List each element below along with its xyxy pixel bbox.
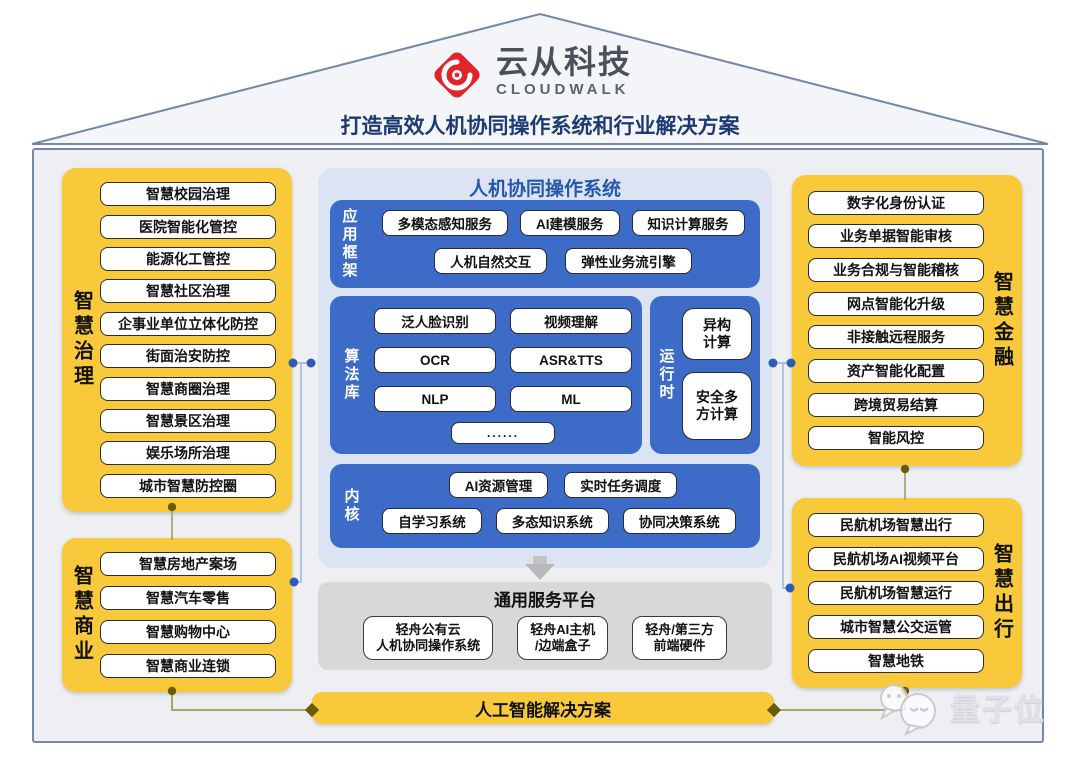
algorithm-pill: ML xyxy=(510,386,632,412)
os-panel: 人机协同操作系统 应用框架 多模态感知服务 AI建模服务 知识计算服务 人机自然… xyxy=(318,168,772,568)
runtime-panel: 运行时 异构 计算 安全多 方计算 xyxy=(650,296,760,454)
governance-item: 企事业单位立体化防控 xyxy=(100,311,276,336)
watermark-text: 量子位 xyxy=(950,694,1046,727)
governance-item: 能源化工管控 xyxy=(100,247,276,272)
governance-item: 街面治安防控 xyxy=(100,344,276,369)
kernel-pill: AI资源管理 xyxy=(448,472,549,498)
mobility-label: 智慧出行 xyxy=(990,543,1013,643)
kernel-label: 内核 xyxy=(342,488,360,524)
app-framework-pill: 弹性业务流引擎 xyxy=(565,248,692,274)
governance-item: 智慧校园治理 xyxy=(100,182,276,207)
mobility-panel: 智慧出行 民航机场智慧出行 民航机场AI视频平台 民航机场智慧运行 城市智慧公交… xyxy=(792,498,1022,688)
kernel-pill: 多态知识系统 xyxy=(495,508,609,534)
runtime-pill-line: 方计算 xyxy=(696,406,738,422)
algorithm-library-label: 算法库 xyxy=(342,348,360,402)
finance-item: 业务单据智能审核 xyxy=(808,224,984,249)
mobility-item: 城市智慧公交运管 xyxy=(808,615,984,639)
finance-item: 数字化身份认证 xyxy=(808,190,984,215)
governance-item: 城市智慧防控圈 xyxy=(100,473,276,498)
kernel-panel: 内核 AI资源管理 实时任务调度 自学习系统 多态知识系统 协同决策系统 xyxy=(330,464,760,548)
runtime-pill-line: 计算 xyxy=(703,334,731,350)
os-title: 人机协同操作系统 xyxy=(468,179,621,200)
finance-item: 业务合规与智能稽核 xyxy=(808,257,984,282)
algorithm-pill: OCR xyxy=(374,347,496,373)
runtime-pill: 安全多 方计算 xyxy=(682,372,752,440)
ai-solution-bar: 人工智能解决方案 xyxy=(312,692,774,724)
tagline: 打造高效人机协同操作系统和行业解决方案 xyxy=(340,115,740,138)
app-framework-pill: 人机自然交互 xyxy=(434,248,548,274)
runtime-label: 运行时 xyxy=(657,348,675,402)
service-platform-panel: 通用服务平台 轻舟公有云 人机协同操作系统 轻舟AI主机 /边端盒子 轻舟/第三… xyxy=(318,582,772,670)
finance-item: 智能风控 xyxy=(808,426,984,451)
brand-name-en: CLOUDWALK xyxy=(496,80,630,98)
algorithm-pill: ASR&TTS xyxy=(510,347,632,373)
cloudwalk-logo: 云从科技 CLOUDWALK xyxy=(428,44,633,104)
finance-item: 网点智能化升级 xyxy=(808,291,984,316)
sp-pill-line: 轻舟/第三方 xyxy=(645,621,714,637)
commerce-item: 智慧商业连锁 xyxy=(100,654,276,678)
governance-panel: 智慧治理 智慧校园治理 医院智能化管控 能源化工管控 智慧社区治理 企事业单位立… xyxy=(62,168,292,512)
app-framework-label: 应用框架 xyxy=(340,208,358,280)
governance-item: 娱乐场所治理 xyxy=(100,441,276,466)
service-platform-title: 通用服务平台 xyxy=(494,591,596,610)
service-platform-pill: 轻舟公有云 人机协同操作系统 xyxy=(363,616,494,660)
algorithm-pill: 视频理解 xyxy=(510,308,632,334)
runtime-pill: 异构 计算 xyxy=(682,308,752,360)
mobility-item: 智慧地铁 xyxy=(808,649,984,673)
commerce-panel: 智慧商业 智慧房地产案场 智慧汽车零售 智慧购物中心 智慧商业连锁 xyxy=(62,538,292,692)
finance-item: 非接触远程服务 xyxy=(808,325,984,350)
commerce-item: 智慧汽车零售 xyxy=(100,586,276,610)
governance-label: 智慧治理 xyxy=(70,290,93,390)
kernel-pill: 协同决策系统 xyxy=(622,508,736,534)
governance-item: 医院智能化管控 xyxy=(100,214,276,239)
brand-name: 云从科技 xyxy=(496,44,633,80)
app-framework-pill: AI建模服务 xyxy=(520,210,620,236)
algorithm-pill: NLP xyxy=(374,386,496,412)
service-platform-pill: 轻舟/第三方 前端硬件 xyxy=(632,616,727,660)
governance-item: 智慧商圈治理 xyxy=(100,376,276,401)
sp-pill-line: 轻舟公有云 xyxy=(395,621,461,637)
sp-pill-line: 轻舟AI主机 xyxy=(530,621,596,637)
finance-item: 跨境贸易结算 xyxy=(808,392,984,417)
app-framework-pill: 多模态感知服务 xyxy=(381,210,508,236)
commerce-item: 智慧房地产案场 xyxy=(100,552,276,576)
sp-pill-line: /边端盒子 xyxy=(534,638,591,653)
kernel-pill: 实时任务调度 xyxy=(564,472,678,498)
governance-item: 智慧社区治理 xyxy=(100,279,276,304)
kernel-pill: 自学习系统 xyxy=(382,508,482,534)
mobility-item: 民航机场智慧出行 xyxy=(808,513,984,537)
runtime-pill-line: 异构 xyxy=(703,317,731,334)
chat-bubbles-icon xyxy=(879,684,936,736)
service-platform-pill: 轻舟AI主机 /边端盒子 xyxy=(517,616,609,660)
cloudwalk-logo-icon xyxy=(434,52,480,98)
app-framework-panel: 应用框架 多模态感知服务 AI建模服务 知识计算服务 人机自然交互 弹性业务流引… xyxy=(330,200,760,288)
finance-panel: 智慧金融 数字化身份认证 业务单据智能审核 业务合规与智能稽核 网点智能化升级 … xyxy=(792,175,1022,466)
commerce-item: 智慧购物中心 xyxy=(100,620,276,644)
mobility-item: 民航机场AI视频平台 xyxy=(808,547,984,571)
algorithm-library-panel: 算法库 泛人脸识别 视频理解 OCR ASR&TTS NLP ML ...... xyxy=(330,296,642,454)
watermark: 量子位 xyxy=(870,678,1046,736)
runtime-pill-line: 安全多 xyxy=(696,389,738,406)
finance-label: 智慧金融 xyxy=(990,270,1013,371)
algorithm-pill: 泛人脸识别 xyxy=(374,308,496,334)
finance-item: 资产智能化配置 xyxy=(808,358,984,383)
sp-pill-line: 前端硬件 xyxy=(653,638,706,653)
sp-pill-line: 人机协同操作系统 xyxy=(376,638,481,653)
mobility-item: 民航机场智慧运行 xyxy=(808,581,984,605)
algorithm-more-pill: ...... xyxy=(451,422,555,444)
governance-item: 智慧景区治理 xyxy=(100,408,276,433)
app-framework-pill: 知识计算服务 xyxy=(631,210,745,236)
commerce-label: 智慧商业 xyxy=(70,565,93,665)
